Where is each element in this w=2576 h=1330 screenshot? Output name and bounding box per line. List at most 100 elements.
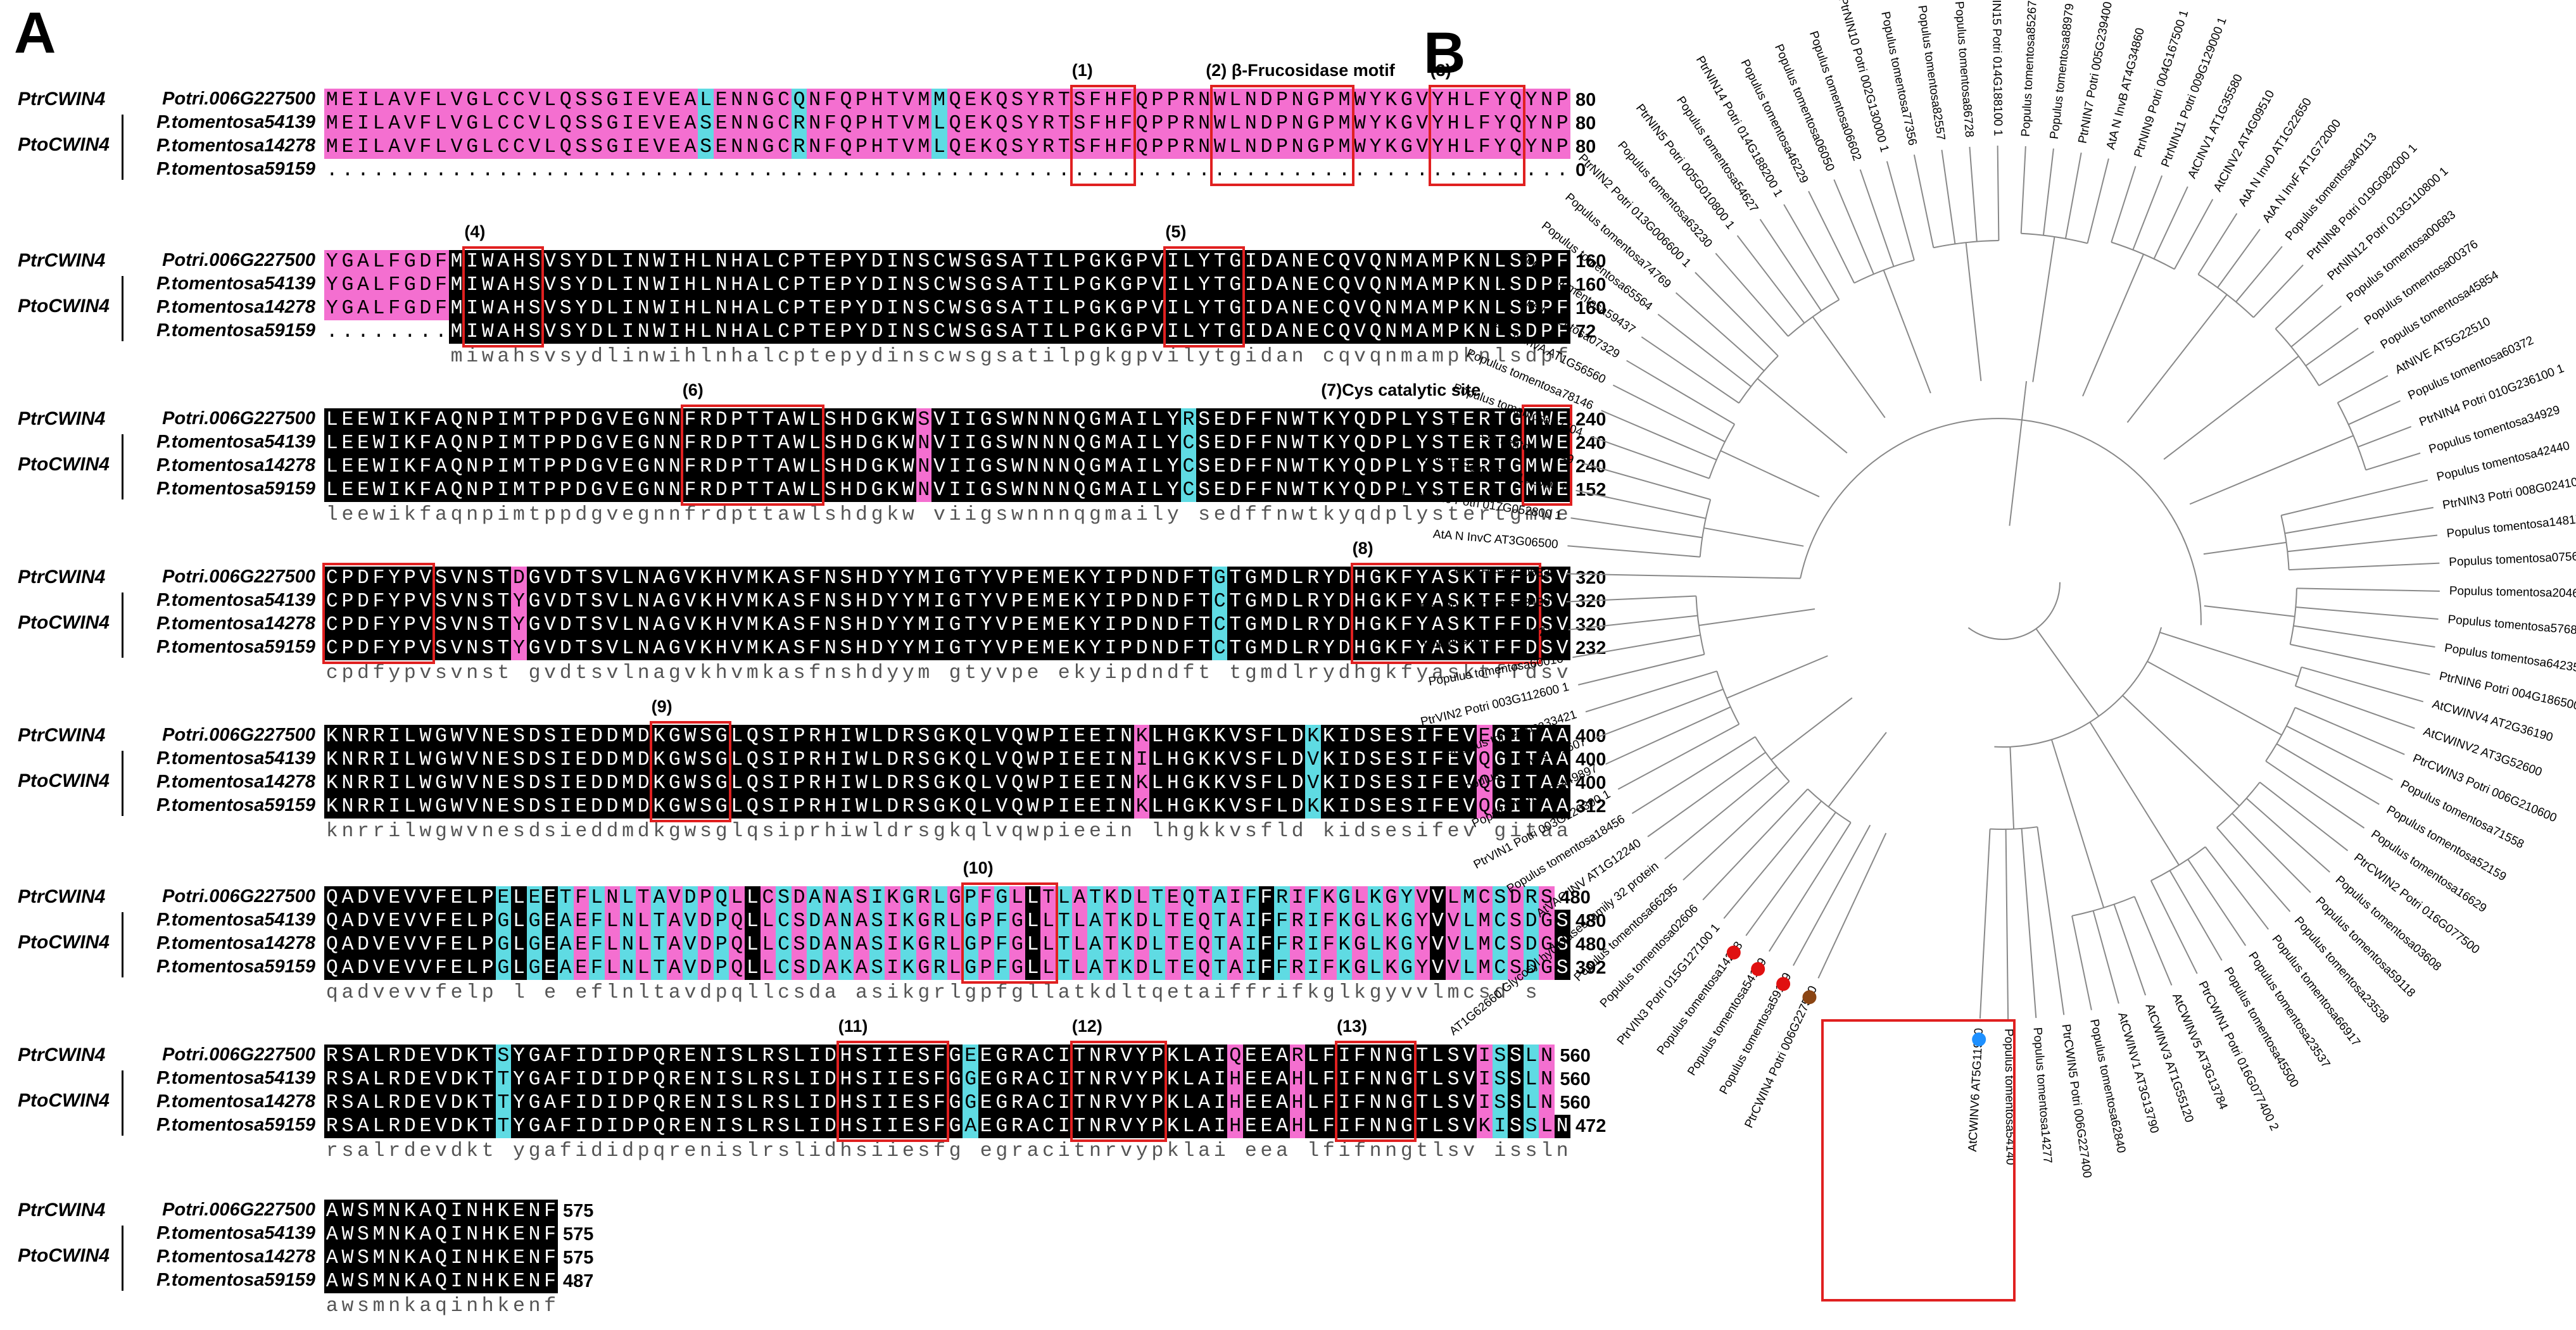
tree-leaf-label: Populus tomentosa18456 xyxy=(1505,813,1627,896)
position-number: 160 xyxy=(1575,275,1607,295)
sequence-name: P.tomentosa14278 xyxy=(156,297,315,317)
sequence-name: P.tomentosa54139 xyxy=(156,1223,315,1243)
group-label-ptrcwin4: PtrCWIN4 xyxy=(18,886,106,907)
motif-box xyxy=(649,721,731,822)
motif-box xyxy=(680,405,825,506)
tree-branch xyxy=(2203,541,2287,555)
panel-label-a: A xyxy=(14,1,56,65)
group-label-ptrcwin4: PtrCWIN4 xyxy=(18,408,106,429)
sequence-name: P.tomentosa14278 xyxy=(156,933,315,953)
motif-label: (2) β-Frucosidase motif xyxy=(1206,61,1395,80)
tree-branch xyxy=(2285,506,2434,534)
position-number: 72 xyxy=(1575,322,1596,342)
tree-branch xyxy=(2301,666,2424,703)
tree-leaf-label: PtrCWIN5 Potri 006G227400 xyxy=(2059,1024,2093,1179)
tree-branch xyxy=(1707,575,1801,579)
tree-branch xyxy=(2150,880,2198,974)
position-number: 152 xyxy=(1575,480,1607,500)
tree-branch xyxy=(2295,685,2415,729)
tree-branch xyxy=(1757,378,1848,454)
tree-branch xyxy=(1859,169,1895,267)
motif-label: (7)Cys catalytic site xyxy=(1321,380,1481,399)
tree-branch xyxy=(2153,186,2188,260)
tree-branch xyxy=(1965,242,1982,381)
tree-branch xyxy=(2293,625,2435,648)
tree-leaf-label: AtA N InvD AT1G22650 xyxy=(2236,96,2314,209)
motif-label: (13) xyxy=(1337,1017,1368,1036)
group-label-ptrcwin4: PtrCWIN4 xyxy=(18,567,106,587)
tree-branch xyxy=(1570,517,1703,539)
sequence-name: P.tomentosa59159 xyxy=(156,1270,315,1290)
group-bracket xyxy=(122,434,123,499)
motif-label: (3) xyxy=(1430,61,1451,80)
position-number: 392 xyxy=(1575,958,1607,978)
tree-branch xyxy=(1675,292,1765,372)
tree-branch xyxy=(2021,828,2037,1019)
motif-label: (9) xyxy=(651,697,672,716)
leaf-marker xyxy=(1802,990,1817,1005)
group-bracket xyxy=(122,276,123,341)
group-label-ptocwin4: PtoCWIN4 xyxy=(18,1245,110,1267)
tree-branch xyxy=(1771,697,1853,761)
position-number: 472 xyxy=(1575,1116,1607,1136)
tree-leaf-label: Populus tomentosa54140 xyxy=(2002,1029,2017,1165)
tree-branch xyxy=(1833,179,1874,275)
tree-branch xyxy=(1591,436,1710,479)
tree-branch xyxy=(1768,822,1852,952)
tree-branch xyxy=(1664,767,1777,860)
sequence-name: Potri.006G227500 xyxy=(162,886,315,907)
tree-branch xyxy=(1969,146,1978,242)
tree-branch xyxy=(2005,829,2009,1019)
tree-branch xyxy=(2365,452,2421,471)
sequence-name: P.tomentosa59159 xyxy=(156,1115,315,1135)
tree-leaf-label: Populus tomentosa45500 xyxy=(2221,965,2301,1090)
position-number: 480 xyxy=(1575,934,1607,955)
motif-box xyxy=(1350,563,1541,664)
tree-leaf-label: Populus tomentosa86728 xyxy=(1952,1,1976,137)
tree-leaf-label: PtrNIN3 Potri 008G024100 1 xyxy=(2442,473,2576,512)
tree-branch xyxy=(1702,788,1809,901)
sequence-name: P.tomentosa54139 xyxy=(156,1068,315,1088)
motif-box xyxy=(836,1041,949,1142)
motif-label: (4) xyxy=(464,222,486,241)
sequence-row: ........................................… xyxy=(324,159,1570,182)
position-number: 80 xyxy=(1575,90,1596,110)
sequence-name: Potri.006G227500 xyxy=(162,567,315,587)
tree-branch xyxy=(1631,736,1756,814)
motif-label: (12) xyxy=(1071,1017,1102,1036)
sequence-name: P.tomentosa14278 xyxy=(156,613,315,634)
position-number: 80 xyxy=(1575,113,1596,134)
tree-leaf-label: Populus tomentosa82557 xyxy=(1915,4,1947,141)
motif-box xyxy=(1210,85,1354,186)
tree-branch xyxy=(2089,722,2180,866)
tree-branch xyxy=(1828,732,1887,808)
motif-box xyxy=(1428,85,1526,186)
tree-branch xyxy=(2082,254,2144,397)
leaf-marker xyxy=(1972,1032,1986,1047)
tree-branch xyxy=(2197,213,2238,275)
sequence-name: P.tomentosa54139 xyxy=(156,590,315,610)
tree-branch xyxy=(2235,246,2283,303)
position-number: 560 xyxy=(1560,1069,1591,1089)
tree-branch xyxy=(1617,724,1739,790)
group-label-ptocwin4: PtoCWIN4 xyxy=(18,1090,110,1112)
position-number: 560 xyxy=(1560,1093,1591,1113)
tree-branch xyxy=(1575,489,1706,519)
tree-branch xyxy=(2217,229,2261,288)
leaf-marker xyxy=(1751,962,1765,976)
tree-branch xyxy=(1708,423,1736,479)
